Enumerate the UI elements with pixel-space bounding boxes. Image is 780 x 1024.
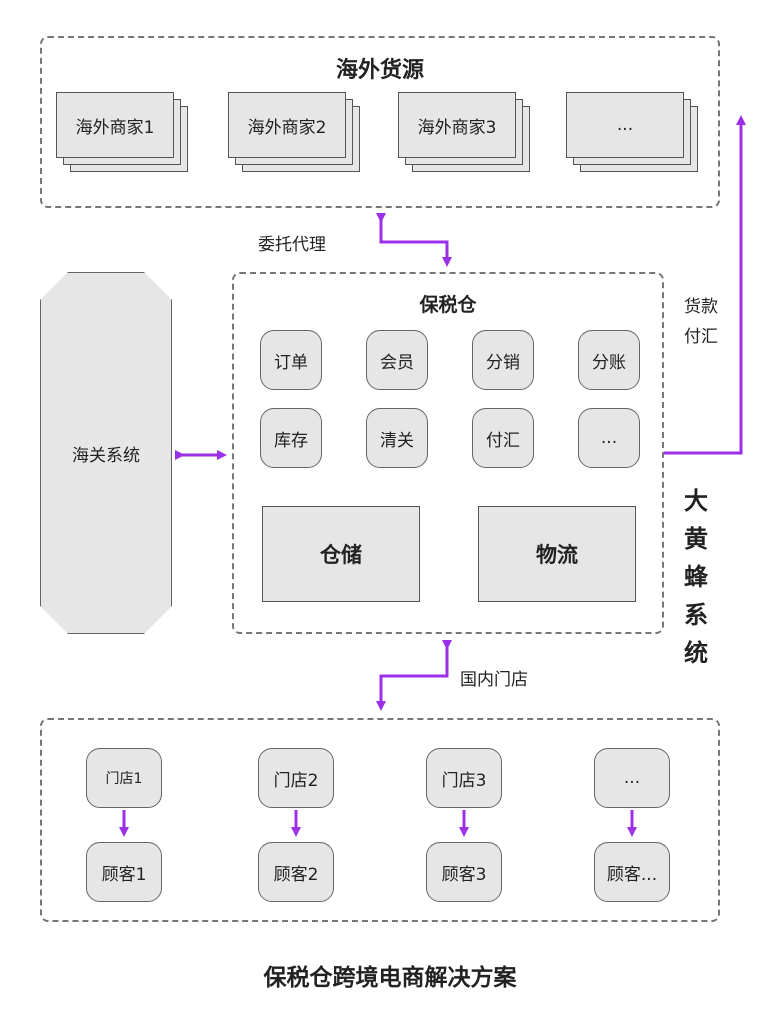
module-payment: 付汇	[472, 408, 534, 468]
system-name-char: 大	[684, 487, 708, 515]
stores-group	[40, 718, 720, 922]
domestic-arrow	[376, 640, 452, 711]
customer-box: 顾客2	[258, 842, 334, 902]
module-split-account: 分账	[578, 330, 640, 390]
store-box: 门店1	[86, 748, 162, 808]
store-box: ...	[594, 748, 670, 808]
system-name-char: 系	[684, 601, 708, 629]
system-name-char: 统	[684, 639, 708, 667]
module-inventory: 库存	[260, 408, 322, 468]
module-order: 订单	[260, 330, 322, 390]
diagram-caption: 保税仓跨境电商解决方案	[263, 965, 517, 991]
merchant-label: 海外商家1	[56, 92, 174, 158]
domestic-label: 国内门店	[460, 670, 528, 690]
bonded-title: 保税仓	[419, 294, 477, 316]
store-box: 门店3	[426, 748, 502, 808]
logistics-box: 物流	[478, 506, 636, 602]
module-more: ...	[578, 408, 640, 468]
agency-label: 委托代理	[258, 235, 326, 255]
merchant-card: ...	[566, 92, 698, 172]
payment-arrow	[664, 115, 746, 455]
bonded-group	[232, 272, 664, 634]
merchant-card: 海外商家2	[228, 92, 360, 172]
merchant-card: 海外商家3	[398, 92, 530, 172]
merchant-label: 海外商家2	[228, 92, 346, 158]
merchant-card: 海外商家1	[56, 92, 188, 172]
merchant-label: 海外商家3	[398, 92, 516, 158]
payment-label-1: 货款	[684, 297, 718, 317]
customer-box: 顾客...	[594, 842, 670, 902]
store-box: 门店2	[258, 748, 334, 808]
system-name: 大 黄 蜂 系 统	[676, 482, 716, 672]
warehouse-box: 仓储	[262, 506, 420, 602]
module-customs-clearance: 清关	[366, 408, 428, 468]
customer-box: 顾客3	[426, 842, 502, 902]
overseas-title: 海外货源	[335, 58, 424, 83]
payment-label-2: 付汇	[684, 327, 718, 347]
merchant-label: ...	[566, 92, 684, 158]
module-distribution: 分销	[472, 330, 534, 390]
customer-box: 顾客1	[86, 842, 162, 902]
system-name-char: 蜂	[684, 563, 708, 591]
agency-arrow	[376, 213, 452, 267]
customs-system: 海关系统	[40, 272, 172, 634]
overseas-group	[40, 36, 720, 208]
module-member: 会员	[366, 330, 428, 390]
system-name-char: 黄	[684, 525, 708, 553]
